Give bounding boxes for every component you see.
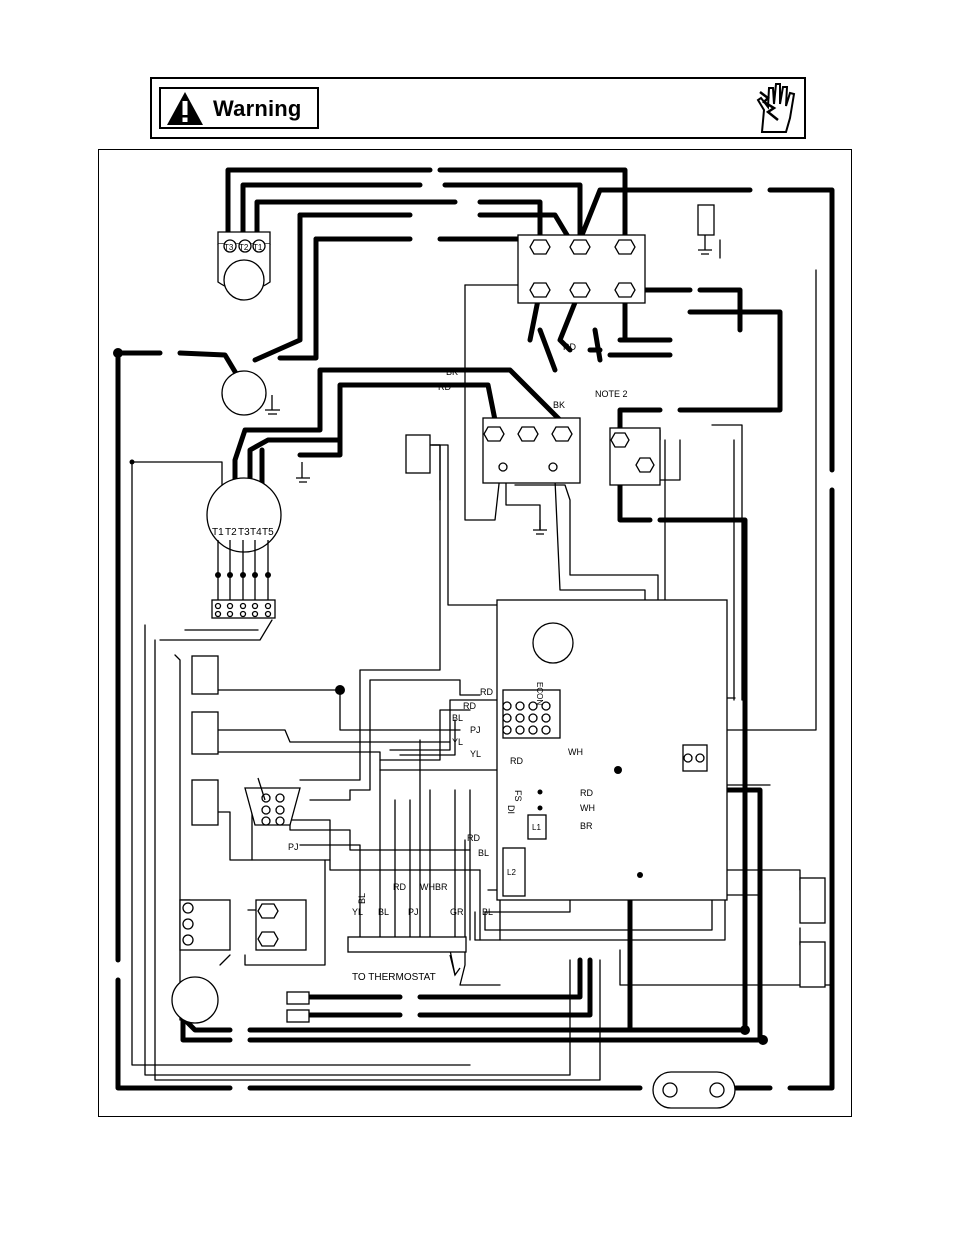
wire-label-board-bl: BL (452, 713, 463, 723)
thermostat-terminal-block (348, 937, 466, 952)
terminal-t4: T4 (250, 527, 262, 538)
pressure-switch-2 (800, 942, 825, 987)
wire-label-bottom-bl-3: BL (482, 907, 493, 917)
wire-label-rd-upper: RD (438, 382, 451, 392)
condenser-fan-motor (222, 371, 266, 415)
limit-switch-3 (192, 780, 218, 825)
wire-label-board-rd-1: RD (480, 687, 493, 697)
terminal-t1-top: T1 (253, 243, 263, 252)
warning-banner: Warning (150, 77, 806, 139)
terminal-t1: T1 (212, 527, 224, 538)
wire-label-board-pj: PJ (470, 725, 481, 735)
limit-switch-2 (192, 712, 218, 754)
terminal-t2-top: T2 (239, 243, 249, 252)
terminal-t3-top: T3 (224, 243, 234, 252)
inducer-motor (172, 977, 218, 1023)
wire-label-bottom-bl: BL (357, 893, 367, 904)
wire-label-pj-left: PJ (288, 842, 299, 852)
wire-label-bottom-wh: WH (420, 882, 435, 892)
wire-label-bottom-bl-2: BL (378, 907, 389, 917)
terminal-t5: T5 (262, 527, 274, 538)
wire-label-rd-contactor: RD (563, 342, 576, 352)
board-label-di: DI (506, 805, 516, 814)
plug-1 (287, 992, 309, 1004)
wire-label-bottom-br: BR (435, 882, 448, 892)
wiring-diagram-frame: T3 T2 T1 T1 T2 T3 T4 T5 BK RD RD BK NOTE… (98, 149, 852, 1117)
wire-label-board-wh: WH (568, 747, 583, 757)
wire-label-bk-upper: BK (446, 367, 458, 377)
electric-shock-hand-icon (752, 80, 798, 136)
wire-label-board-yl-1: YL (452, 737, 463, 747)
wire-label-board-rd-3: RD (510, 756, 523, 766)
pressure-switch-1 (800, 878, 825, 923)
wire-label-bottom-pj: PJ (408, 907, 419, 917)
board-transformer (533, 623, 573, 663)
wire-label-board-rd-2: RD (463, 701, 476, 711)
wire-label-fs-rd: RD (580, 788, 593, 798)
wire-label-bottom-yl: YL (352, 907, 363, 917)
warning-label-box: Warning (159, 87, 319, 129)
limit-switch-1 (192, 656, 218, 694)
warning-title: Warning (213, 96, 302, 122)
terminal-t2: T2 (225, 527, 237, 538)
wire-label-bottom-rd: RD (393, 882, 406, 892)
wire-label-bottom-gr: GR (450, 907, 464, 917)
gas-valve-connector (245, 788, 300, 825)
plug-2 (287, 1010, 309, 1022)
wire-label-board-yl-2: YL (470, 749, 481, 759)
ground-terminal (698, 205, 714, 235)
board-label-l1: L1 (532, 823, 541, 832)
wire-label-l1-br: BR (580, 821, 593, 831)
wire-label-board-rd-4: RD (467, 833, 480, 843)
board-label-econ: ECON (535, 682, 544, 705)
exclamation-triangle-icon (165, 90, 205, 128)
limit-switch-upper (406, 435, 430, 473)
thermostat-label: TO THERMOSTAT (352, 972, 436, 983)
board-label-fs: FS (513, 790, 523, 802)
board-label-l2: L2 (507, 868, 516, 877)
wire-label-bk-relay: BK (553, 400, 565, 410)
wire-label-board-bl-2: BL (478, 848, 489, 858)
terminal-t3: T3 (238, 527, 250, 538)
note-2-label: NOTE 2 (595, 389, 628, 399)
wire-label-fs-wh: WH (580, 803, 595, 813)
wiring-diagram: T3 T2 T1 T1 T2 T3 T4 T5 BK RD RD BK NOTE… (98, 149, 852, 1117)
